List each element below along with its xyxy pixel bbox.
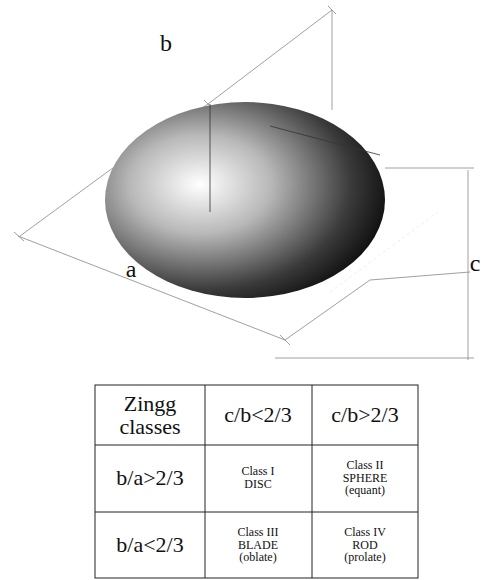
table-cell: Class IV ROD (prolate) <box>334 526 396 564</box>
table-cell: Class III BLADE (oblate) <box>227 526 289 564</box>
table-grid <box>95 385 418 578</box>
table-cell: Class I DISC <box>227 465 289 490</box>
table-header: c/b<2/3 <box>224 403 291 426</box>
table-header: Zingg classes <box>102 392 198 438</box>
dimension-label: a <box>126 257 137 282</box>
table-cell: Class II SPHERE (equant) <box>334 459 396 497</box>
dimension-label: b <box>160 31 172 56</box>
table-row-header: b/a<2/3 <box>116 533 183 556</box>
table-row-header: b/a>2/3 <box>116 466 183 489</box>
dimension-label: c <box>470 251 481 276</box>
table-header: c/b>2/3 <box>331 403 398 426</box>
